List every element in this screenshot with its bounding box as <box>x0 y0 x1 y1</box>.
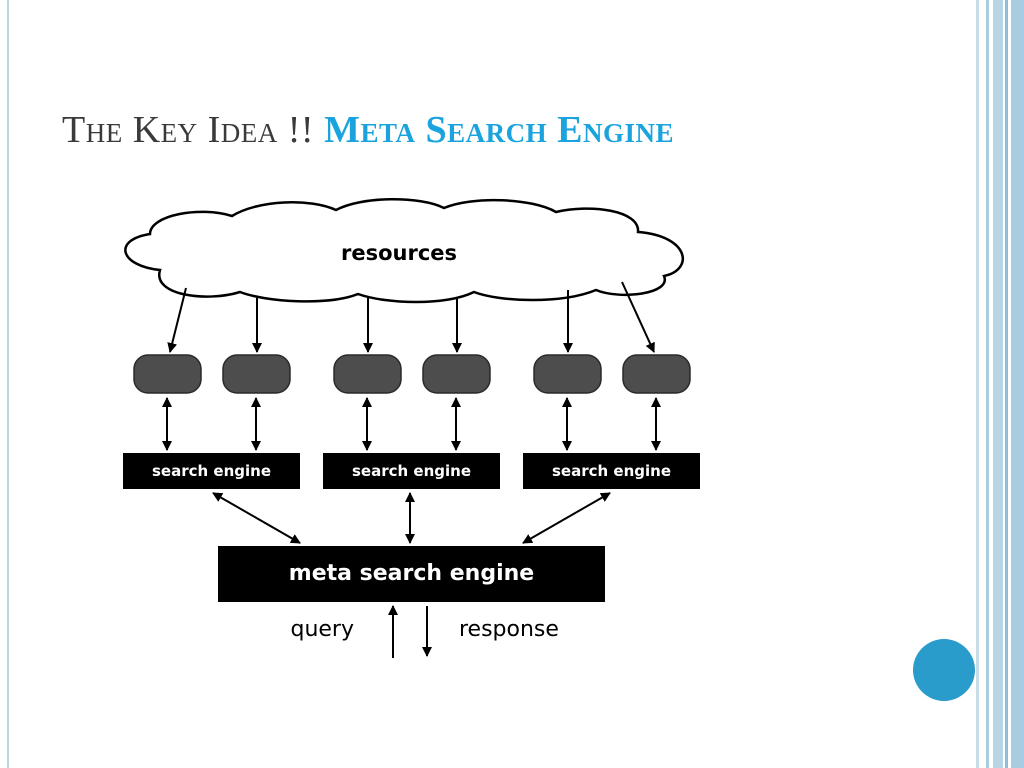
query-label: query <box>290 617 354 642</box>
resource-node <box>333 354 402 394</box>
resource-nodes <box>133 354 691 394</box>
resource-arrows <box>167 281 655 353</box>
search-engine-3: search engine <box>523 453 700 489</box>
double-arrow <box>212 492 301 544</box>
search-engine-label: search engine <box>352 462 471 480</box>
resource-node <box>133 354 202 394</box>
left-border-line <box>7 0 9 768</box>
slide-title-highlight: Meta Search Engine <box>324 109 674 151</box>
response-label: response <box>459 617 559 642</box>
decorative-circle-icon <box>913 639 975 701</box>
search-engine-label: search engine <box>152 462 271 480</box>
search-engine-label: search engine <box>552 462 671 480</box>
arrow-cloud-node-1 <box>167 287 187 353</box>
slide-title: The Key Idea !! Meta Search Engine <box>62 106 674 154</box>
node-engine-arrows <box>162 397 661 451</box>
search-engine-2: search engine <box>323 453 500 489</box>
engine-meta-arrows <box>212 492 611 544</box>
slide-title-prefix: The Key Idea !! <box>62 109 315 151</box>
search-engine-1: search engine <box>123 453 300 489</box>
resource-node <box>222 354 291 394</box>
meta-label: meta search engine <box>289 561 534 586</box>
meta-search-engine: meta search engine <box>218 546 605 602</box>
resource-node <box>422 354 491 394</box>
query-response: query response <box>290 605 559 658</box>
right-decorative-bars <box>976 0 1024 768</box>
resources-cloud: resources <box>124 198 684 304</box>
cloud-label: resources <box>341 241 457 265</box>
arrow-cloud-node-6 <box>621 281 655 353</box>
resource-node <box>622 354 691 394</box>
double-arrow <box>522 492 611 544</box>
resource-node <box>533 354 602 394</box>
